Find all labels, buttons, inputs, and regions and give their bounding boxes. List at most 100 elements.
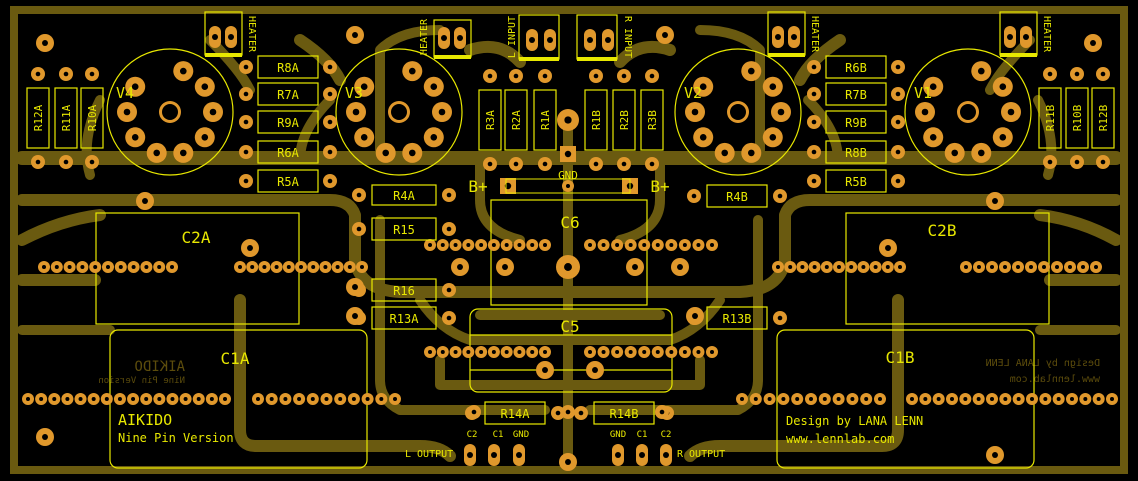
pad-hole <box>885 265 890 269</box>
pad-hole <box>811 64 817 70</box>
resistor-r10a <box>80 87 104 149</box>
pad-hole <box>201 83 209 91</box>
pad-hole <box>142 198 148 204</box>
pad-hole <box>440 243 445 247</box>
pad-hole <box>26 397 30 401</box>
resistor-label-r15: R15 <box>393 223 415 237</box>
resistor-r8a <box>257 55 319 79</box>
pad-hole <box>144 397 149 401</box>
pad-hole <box>530 243 535 247</box>
pad-hole <box>999 133 1007 141</box>
pad-hole <box>977 265 981 269</box>
pad-hole <box>655 243 660 247</box>
pad-hole <box>837 265 841 269</box>
pad-hole <box>775 34 781 40</box>
pad-hole <box>564 116 572 124</box>
cap-label-c5: C5 <box>560 317 579 336</box>
pad-hole <box>223 397 227 401</box>
pad-hole <box>196 397 201 401</box>
r-output-gnd-label: GND <box>610 430 626 440</box>
pad-hole <box>327 91 333 97</box>
pad-hole <box>35 159 41 165</box>
pad-hole <box>682 243 687 247</box>
resistor-label-r7b: R7B <box>845 88 867 102</box>
pad-hole <box>777 315 783 321</box>
pad-hole <box>274 265 279 269</box>
pad-hole <box>201 133 209 141</box>
pad-hole <box>769 83 777 91</box>
design-credit: Design by LANA LENN <box>786 414 923 428</box>
heater-label-v2: HEATER <box>809 16 820 53</box>
pad-hole <box>118 265 123 269</box>
pad-hole <box>382 149 390 157</box>
pad-hole <box>428 350 432 354</box>
pad-hole <box>822 397 827 401</box>
pad-hole <box>767 397 772 401</box>
pad-hole <box>588 350 592 354</box>
r-output-c2-label: C2 <box>661 430 672 440</box>
pad-hole <box>131 83 139 91</box>
l-output-label: L OUTPUT <box>405 449 453 460</box>
pad-hole <box>691 108 699 116</box>
tube-label-v3: V3 <box>345 84 363 102</box>
pad-hole <box>530 350 535 354</box>
tube-v4-outline <box>106 48 234 176</box>
pad-hole <box>347 265 352 269</box>
pad-hole <box>1074 159 1080 165</box>
resistor-label-r6b: R6B <box>845 61 867 75</box>
pad-hole <box>628 243 633 247</box>
resistor-label-r12b: R12B <box>1097 104 1110 131</box>
pad-hole <box>393 397 397 401</box>
pad-hole <box>1047 71 1053 77</box>
pad-hole <box>504 350 509 354</box>
pad-hole <box>1110 397 1114 401</box>
board-title: AIKIDO <box>118 411 172 429</box>
heater-label-v3: HEATER <box>419 18 430 55</box>
tube-v1-outline <box>904 48 1032 176</box>
pad-hole <box>824 265 829 269</box>
pad-hole <box>379 397 384 401</box>
resistor-r3a <box>478 89 502 151</box>
l-output-c1-label: C1 <box>493 430 504 440</box>
pad-hole <box>441 35 447 41</box>
pad-hole <box>457 264 463 270</box>
resistor-r12b <box>1091 87 1115 149</box>
pad-hole <box>228 34 234 40</box>
pad-hole <box>428 243 432 247</box>
pad-hole <box>131 265 136 269</box>
pad-hole <box>457 35 463 41</box>
pad-hole <box>502 264 508 270</box>
resistor-r2b <box>612 89 636 151</box>
cap-label-c1a: C1A <box>221 349 250 368</box>
resistor-label-r9b: R9B <box>845 116 867 130</box>
pad-hole <box>247 245 253 251</box>
pad-hole <box>471 409 477 415</box>
pad-hole <box>811 119 817 125</box>
pad-hole <box>1003 265 1007 269</box>
pad-hole <box>649 73 655 79</box>
resistor-r6b <box>825 55 887 79</box>
pad-hole <box>696 243 701 247</box>
pad-hole <box>992 198 998 204</box>
pad-hole <box>850 397 855 401</box>
pad-hole <box>297 397 302 401</box>
pad-hole <box>682 350 687 354</box>
pad-hole <box>895 91 901 97</box>
pad-hole <box>479 243 484 247</box>
pad-hole <box>923 397 928 401</box>
pad-hole <box>964 265 968 269</box>
pad-hole <box>42 434 48 440</box>
pad-hole <box>491 452 497 458</box>
pad-hole <box>777 193 783 199</box>
pad-hole <box>327 149 333 155</box>
pad-hole <box>895 119 901 125</box>
cap-c6-outline <box>490 199 648 306</box>
pad-hole <box>663 452 669 458</box>
pad-hole <box>529 37 535 43</box>
pad-hole <box>170 397 175 401</box>
pad-hole <box>921 108 929 116</box>
cap-label-c2b: C2B <box>928 221 957 240</box>
pad-hole <box>1090 40 1096 46</box>
pad-hole <box>323 265 328 269</box>
pad-hole <box>310 397 315 401</box>
